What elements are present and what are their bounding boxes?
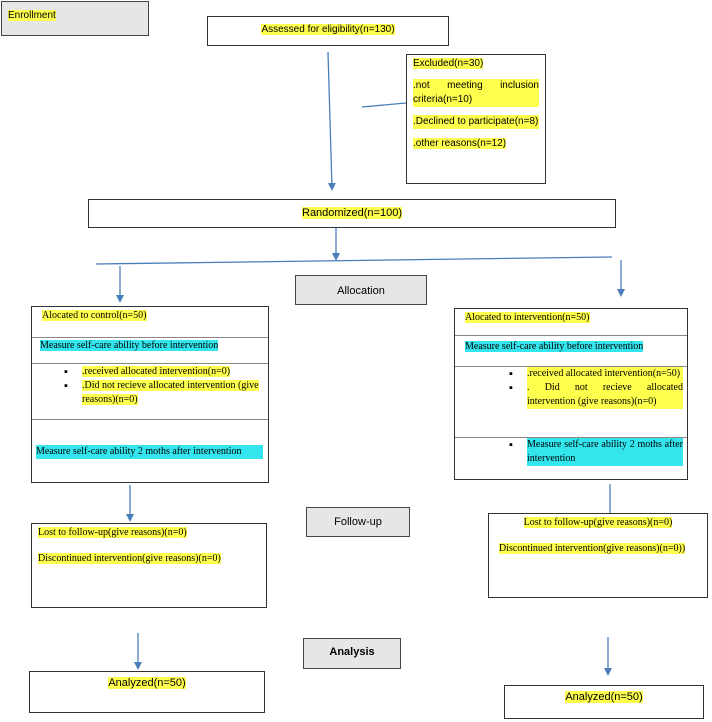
intervention-discontinued: Discontinued intervention(give reasons)(… [499,543,686,554]
intervention-did-not: . Did not recieve allocated intervention… [527,381,683,409]
control-received: .received allocated intervention(n=0) [82,366,231,377]
excluded-title: Excluded(n=30) [413,58,484,69]
stage-allocation-label: Allocation [337,285,385,297]
connector-to-excluded [361,102,407,108]
excluded-other: .other reasons(n=12) [413,138,507,149]
intervention-allocated: Alocated to intervention(n=50) [465,312,590,323]
control-followup-box: Lost to follow-up(give reasons)(n=0) Dis… [31,523,267,608]
intervention-measure-before: Measure self-care ability before interve… [465,341,644,352]
intervention-measure-list: Measure self-care ability 2 moths after … [499,438,683,466]
intervention-allocation-box: Alocated to intervention(n=50) Measure s… [454,308,688,480]
control-analyzed: Analyzed(n=50) [108,677,186,689]
stage-enrollment: Enrollment [1,1,149,36]
control-allocation-list: .received allocated intervention(n=0) .D… [54,365,264,407]
eligibility-label: Assessed for eligibility(n=130) [261,24,395,35]
control-analyzed-box: Analyzed(n=50) [29,671,265,713]
control-allocated: Alocated to control(n=50) [42,310,147,321]
randomized-label: Randomized(n=100) [302,207,402,219]
control-measure-after: Measure self-care ability 2 moths after … [36,445,263,459]
control-lost: Lost to follow-up(give reasons)(n=0) [38,527,187,538]
control-did-not: .Did not recieve allocated intervention … [82,380,259,405]
intervention-analyzed-box: Analyzed(n=50) [504,685,704,719]
intervention-received: .received allocated intervention(n=50) [527,367,683,381]
randomized-box: Randomized(n=100) [88,199,616,228]
stage-allocation: Allocation [295,275,427,305]
control-allocation-box: Alocated to control(n=50) Measure self-c… [31,306,269,483]
split-line [95,256,613,265]
intervention-followup-box: Lost to follow-up(give reasons)(n=0) Dis… [488,513,708,598]
intervention-lost: Lost to follow-up(give reasons)(n=0) [523,517,673,528]
intervention-analyzed: Analyzed(n=50) [565,691,643,703]
excluded-not-meeting: .not meeting inclusion criteria(n=10) [413,79,539,107]
control-discontinued: Discontinued intervention(give reasons)(… [38,553,221,564]
arrow-eligibility-to-randomized [327,51,336,191]
excluded-box: Excluded(n=30) .not meeting inclusion cr… [406,54,546,184]
stage-followup-label: Follow-up [334,516,382,528]
stage-analysis-label: Analysis [329,646,375,658]
control-measure-before: Measure self-care ability before interve… [40,340,219,351]
stage-enrollment-label: Enrollment [8,10,56,21]
excluded-declined: .Declined to participate(n=8) [413,115,539,129]
stage-analysis: Analysis [303,638,401,669]
intervention-measure-after: Measure self-care ability 2 moths after … [527,438,683,466]
eligibility-box: Assessed for eligibility(n=130) [207,16,449,46]
intervention-allocation-list: .received allocated intervention(n=50) .… [499,367,683,409]
stage-followup: Follow-up [306,507,410,537]
